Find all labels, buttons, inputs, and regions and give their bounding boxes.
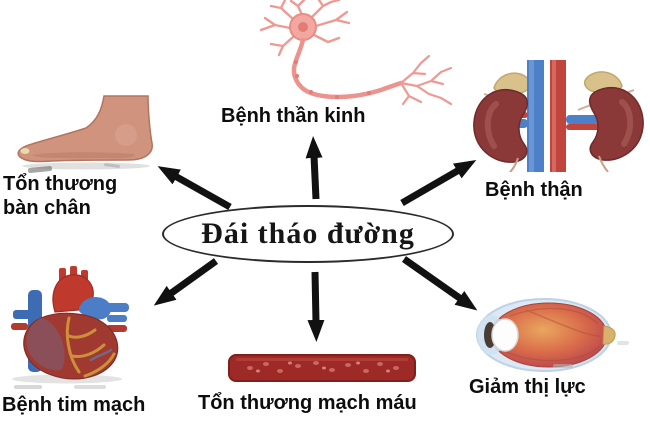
foot-damage-label: Tổn thương bàn chân <box>3 173 118 219</box>
blood-vessel-illustration <box>228 354 416 382</box>
arrow-to-vessel-damage <box>307 271 325 342</box>
vision-loss-label: Giảm thị lực <box>467 374 614 403</box>
foot-illustration <box>17 95 153 170</box>
vessel-damage-label: Tổn thương mạch máu <box>198 392 417 414</box>
center-node: Đái tháo đường <box>162 205 454 263</box>
heart-disease-label: Bệnh tim mạch <box>2 394 146 416</box>
smudge-artifact <box>14 385 42 389</box>
neuron-illustration <box>259 0 453 106</box>
smudge-artifact <box>617 341 629 345</box>
smudge-artifact <box>553 364 573 368</box>
kidney-disease-label: Bệnh thận <box>485 179 583 201</box>
arrow-to-kidney-disease <box>400 159 477 207</box>
arrow-to-heart-disease <box>153 258 219 306</box>
heart-illustration <box>11 266 129 384</box>
arrow-to-neuropathy <box>305 136 323 200</box>
smudge-artifact <box>74 385 106 389</box>
kidneys-illustration <box>473 60 644 172</box>
center-node-label: Đái tháo đường <box>201 217 415 250</box>
eye-illustration <box>476 298 616 372</box>
arrow-to-foot-damage <box>157 166 232 211</box>
arrow-to-vision-loss <box>401 256 478 311</box>
neuropathy-label: Bệnh thần kinh <box>221 105 366 127</box>
